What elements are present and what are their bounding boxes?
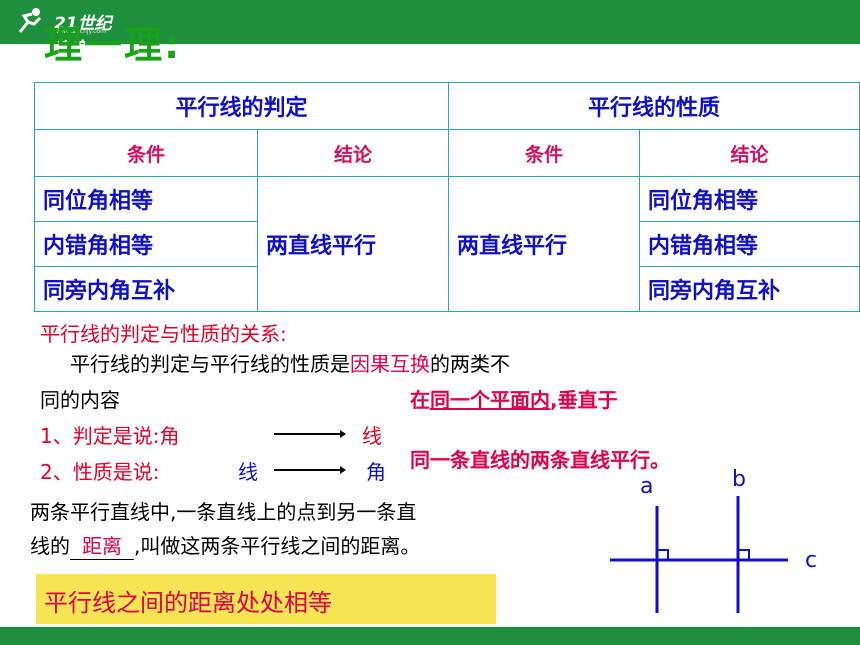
theorem-pre: 在	[410, 388, 430, 412]
arrow-icon	[274, 430, 346, 438]
theorem-underlined: 同一个平面内	[430, 388, 550, 412]
cause-effect-key: 因果互换	[350, 352, 430, 376]
distance-line2-pre: 线的	[30, 534, 70, 558]
comparison-table: 平行线的判定 平行线的性质 条件 结论 条件 结论 同位角相等 两直线平行 两直…	[34, 82, 860, 312]
subheader-condition-2: 条件	[448, 129, 640, 177]
right-angle-mark	[658, 549, 669, 560]
property-conclusion: 同旁内角互补	[639, 266, 860, 312]
relation-line-1: 平行线的判定与平行线的性质是因果互换的两类不	[70, 348, 510, 377]
parallel-lines-diagram: a b c	[610, 468, 817, 613]
distance-blank: 距离	[70, 530, 134, 560]
subheader-conclusion-1: 结论	[257, 129, 449, 177]
judge-condition: 同旁内角互补	[34, 266, 258, 312]
relation-line1-post: 的两类不	[430, 352, 510, 376]
distance-line-1: 两条平行直线中,一条直线上的点到另一条直	[30, 500, 417, 524]
subheader-condition-1: 条件	[34, 129, 258, 177]
logo-text: 21世纪教育	[54, 14, 112, 59]
header-property: 平行线的性质	[448, 82, 860, 130]
logo-subtext: www.21cnjy.com	[56, 28, 106, 35]
judge-condition: 同位角相等	[34, 176, 258, 222]
theorem-line-2: 同一条直线的两条直线平行。	[410, 448, 670, 472]
subheader-conclusion-2: 结论	[639, 129, 860, 177]
header-judge: 平行线的判定	[34, 82, 449, 130]
theorem-line-1: 在同一个平面内,垂直于	[410, 384, 618, 413]
theorem-post: ,垂直于	[550, 388, 618, 412]
property-start: 线	[238, 460, 258, 484]
property-condition: 两直线平行	[448, 176, 640, 312]
highlight-text: 平行线之间的距离处处相等	[44, 589, 332, 617]
runner-icon	[18, 8, 42, 33]
relation-heading: 平行线的判定与性质的关系:	[40, 322, 287, 346]
right-angle-mark	[739, 549, 750, 560]
top-bar: 21世纪教育 www.21cnjy.com	[0, 0, 860, 59]
relation-line-2: 同的内容	[40, 388, 120, 412]
label-b: b	[732, 468, 746, 492]
logo: 21世纪教育 www.21cnjy.com	[14, 6, 124, 59]
property-conclusion: 同位角相等	[639, 176, 860, 222]
distance-line2-post: ,叫做这两条平行线之间的距离。	[134, 534, 421, 558]
page-title: 理一理:	[44, 23, 182, 67]
arrow-icon	[274, 466, 346, 474]
highlight-box: 平行线之间的距离处处相等	[36, 574, 496, 624]
label-a: a	[640, 474, 653, 499]
property-statement: 2、性质是说:	[40, 460, 160, 484]
bottom-bar	[0, 627, 860, 645]
relation-line1-pre: 平行线的判定与平行线的性质是	[70, 352, 350, 376]
label-c: c	[805, 548, 817, 573]
judge-conclusion: 两直线平行	[257, 176, 449, 312]
property-conclusion: 内错角相等	[639, 221, 860, 267]
judge-statement: 1、判定是说:角	[40, 424, 180, 448]
judge-condition: 内错角相等	[34, 221, 258, 267]
distance-line-2: 线的距离,叫做这两条平行线之间的距离。	[30, 530, 420, 560]
property-result: 角	[366, 460, 386, 484]
judge-result: 线	[362, 424, 382, 448]
